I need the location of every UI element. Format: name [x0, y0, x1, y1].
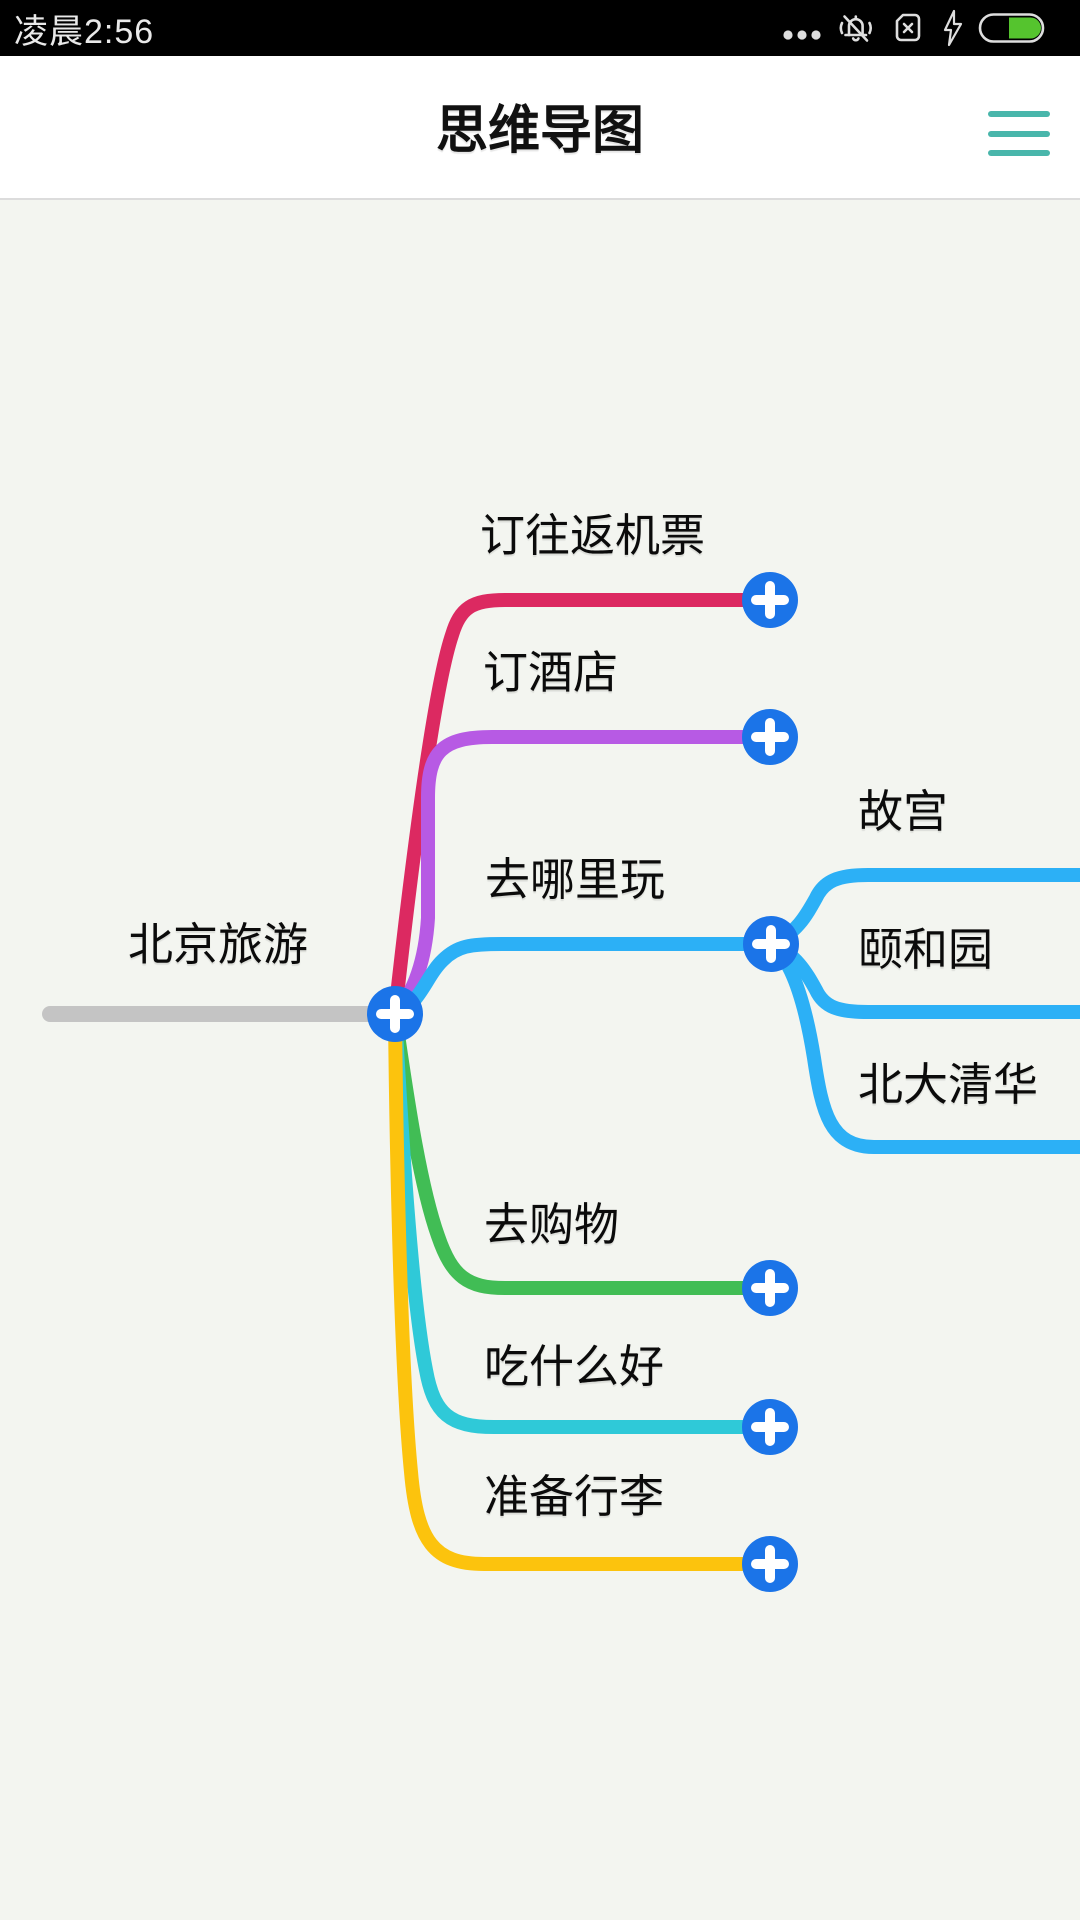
- node-food[interactable]: 吃什么好: [484, 1341, 665, 1392]
- charging-icon: [943, 9, 963, 47]
- branch-line-places: [388, 937, 778, 1021]
- menu-button[interactable]: [988, 111, 1050, 157]
- node-places[interactable]: 去哪里玩: [485, 854, 666, 905]
- child-line-beida: [764, 937, 1080, 1154]
- ellipsis-icon: [783, 30, 821, 40]
- node-root[interactable]: 北京旅游: [128, 919, 309, 970]
- add-button-food[interactable]: [742, 1399, 798, 1455]
- node-shopping[interactable]: 去购物: [484, 1199, 620, 1250]
- mute-icon: [839, 15, 872, 42]
- node-hotel[interactable]: 订酒店: [483, 647, 619, 698]
- status-time: 凌晨2:56: [14, 12, 155, 51]
- add-button-places[interactable]: [743, 916, 799, 972]
- node-yiheyuan[interactable]: 颐和园: [858, 924, 994, 975]
- page-title: 思维导图: [435, 102, 644, 160]
- node-luggage[interactable]: 准备行李: [484, 1471, 665, 1522]
- mindmap-canvas[interactable]: [0, 198, 1080, 1920]
- no-sim-icon: [895, 13, 921, 42]
- node-beida[interactable]: 北大清华: [858, 1059, 1039, 1110]
- app-header: 思维导图: [0, 56, 1080, 200]
- add-button-root[interactable]: [367, 986, 423, 1042]
- battery-icon: [978, 13, 1045, 43]
- add-button-hotel[interactable]: [742, 709, 798, 765]
- node-gugong[interactable]: 故宫: [858, 786, 949, 837]
- node-flights[interactable]: 订往返机票: [480, 510, 706, 561]
- branch-line-flights: [388, 593, 777, 1021]
- status-bar: 凌晨2:56: [0, 0, 1080, 56]
- add-button-luggage[interactable]: [742, 1536, 798, 1592]
- status-icons: [782, 8, 1046, 48]
- add-button-shopping[interactable]: [742, 1260, 798, 1316]
- branch-line-luggage: [388, 1007, 777, 1571]
- hamburger-icon: [988, 111, 1050, 156]
- add-button-flights[interactable]: [742, 572, 798, 628]
